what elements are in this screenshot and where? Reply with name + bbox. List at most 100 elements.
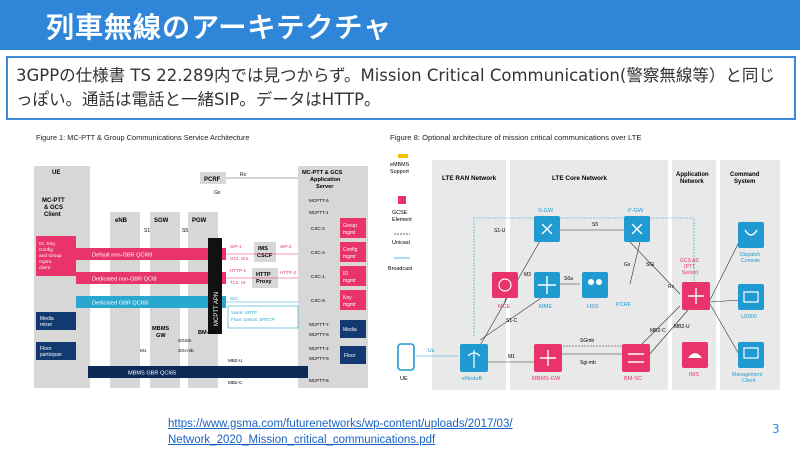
pcrf-label: PCRF	[204, 177, 221, 183]
group-mgmt-1: Group	[343, 223, 357, 229]
bearer-mbms	[88, 366, 308, 378]
id-box-5: client	[39, 265, 51, 271]
mb2c-label: MB2-C	[228, 380, 243, 385]
client-label-1: MC-PTT	[42, 198, 65, 204]
m3-label: M3	[524, 272, 531, 278]
s5-label: S5	[592, 222, 598, 228]
s6a-label: S6a	[564, 276, 573, 282]
pgw-label: P-GW	[628, 208, 644, 214]
floor-participant-2: participan	[40, 352, 62, 358]
floor-participant-1: Floor	[40, 346, 52, 352]
legend-gcse-1: GCSE	[392, 210, 408, 216]
dispatch-2: Console	[741, 258, 760, 264]
bmsc-label: BM-SC	[624, 376, 642, 382]
if-mcptt7: MCPTT-7	[309, 322, 329, 327]
http2-label: HTTP-2	[280, 270, 297, 275]
source-link[interactable]: https://www.gsma.com/futurenetworks/wp-c…	[168, 416, 513, 448]
floor-control-label: Floor control: SRTCP	[231, 317, 275, 322]
ue-label: UE	[52, 170, 60, 176]
legend-unicast: Unicast	[392, 240, 410, 246]
bearer-dedicated	[76, 272, 226, 284]
sip2-label: SIP-2	[280, 244, 292, 249]
figure-mcptt-architecture: Figure 1: MC-PTT & Group Communications …	[28, 126, 376, 394]
media-mixer-2: mixer	[40, 322, 53, 328]
mme-node: MME	[534, 272, 560, 310]
if-mcptt6: MCPTT-6	[309, 378, 329, 383]
ims-label-2: CSCF	[257, 253, 273, 259]
gcs-as-node: GCS AS (PTT Server)	[680, 258, 710, 310]
s1c-label: S1-C	[506, 318, 518, 324]
group-mgmt-box	[340, 218, 366, 238]
config-mgmt-box	[340, 242, 366, 262]
if-csc1: CSC-1	[311, 274, 325, 279]
legend-embms-swatch	[398, 154, 408, 158]
if-mcptt4: MCPTT-4	[309, 346, 329, 351]
if-csc2: CSC-2	[311, 226, 325, 231]
if-mcptt9: MCPTT-9	[309, 356, 329, 361]
mgmt-client-1: Management	[732, 372, 763, 378]
floor-label: Floor	[344, 353, 356, 359]
app-header-2: Network	[680, 179, 704, 185]
pgw-node: P-GW	[624, 208, 650, 242]
bearer-default-label: Default non-GBR QCI69	[92, 253, 152, 259]
gx-label: Gx	[624, 262, 631, 268]
if-csc4: CSC-4	[311, 250, 325, 255]
ue-label: UE	[400, 376, 408, 382]
floor-box	[340, 346, 366, 364]
m1-label: M1	[140, 348, 147, 353]
enb-label: eNB	[115, 218, 128, 224]
server-label-2: Application	[310, 177, 341, 183]
voice-floor-box	[227, 305, 299, 329]
sgw-label: S-GW	[538, 208, 554, 214]
if-mcptt8: MCPTT-8	[309, 332, 329, 337]
tls-ut-label: TLS, Ut	[230, 280, 246, 285]
ue-phone: UE	[397, 343, 415, 382]
hss-node: HSS	[582, 272, 608, 310]
s5-label: S5	[182, 228, 188, 234]
sgw-node: S-GW	[534, 208, 560, 242]
bearer-gbr-label: Dedicated GBR QCI65	[92, 301, 149, 307]
mce-label: MCE	[498, 304, 511, 310]
gcs-as-2: (PTT	[684, 264, 695, 270]
gcs-as-3: Server)	[682, 270, 699, 276]
pgw-label: PGW	[192, 218, 207, 224]
if-csc8: CSC-8	[311, 298, 325, 303]
bearer-gbr	[76, 296, 226, 308]
mcptt-apn-bar	[208, 238, 222, 334]
media-box	[340, 320, 366, 338]
id-mgmt-2: mgmt	[343, 278, 356, 284]
bmsc-label: BM-SC	[198, 330, 216, 336]
sgi-mb-label: SGi-mb	[178, 348, 194, 353]
sgi-label: SGi	[230, 296, 238, 301]
ims-label-1: IMS	[258, 246, 268, 252]
mbms-gw-label-1: MBMS	[152, 326, 169, 332]
mbms-gw-label-2: GW	[156, 333, 166, 339]
s1-label: S1	[144, 228, 150, 234]
sgi-label: SGi	[646, 262, 654, 268]
ran-header: LTE RAN Network	[442, 175, 497, 182]
m1-label: M1	[508, 354, 515, 360]
config-mgmt-1: Config	[343, 247, 358, 253]
slide-title-bar: 列車無線のアーキテクチャ	[0, 0, 800, 50]
media-mixer-1: Media	[40, 316, 54, 322]
legend-broadcast: Broadcast	[388, 266, 413, 272]
floor-participant-box	[36, 342, 76, 360]
u2000-label: U2000	[741, 314, 757, 320]
gx-label: Gx	[214, 190, 221, 196]
mb2u-label: MB2-U	[228, 358, 242, 363]
mb2u-label: MB2-U	[674, 324, 690, 330]
sip1-label: SIP-1	[230, 244, 242, 249]
gci-gm-label: GCI, Gm	[230, 256, 248, 261]
rx-label: Rx	[668, 284, 675, 290]
bearer-mbms-label: MBMS GBR QCI65	[128, 371, 176, 377]
cmd-header-2: System	[734, 179, 755, 185]
id-box-2: Config	[39, 247, 53, 253]
source-link-line-1[interactable]: https://www.gsma.com/futurenetworks/wp-c…	[168, 418, 513, 430]
server-label-3: Server	[316, 184, 334, 190]
s1u-label: S1-U	[494, 228, 506, 234]
legend-embms-2: Support	[390, 169, 409, 175]
id-box-3: and Group	[39, 253, 62, 259]
slide-title: 列車無線のアーキテクチャ	[46, 11, 393, 44]
source-link-line-2[interactable]: Network_2020_Mission_critical_communicat…	[168, 434, 436, 446]
id-mgmt-box	[340, 266, 366, 286]
